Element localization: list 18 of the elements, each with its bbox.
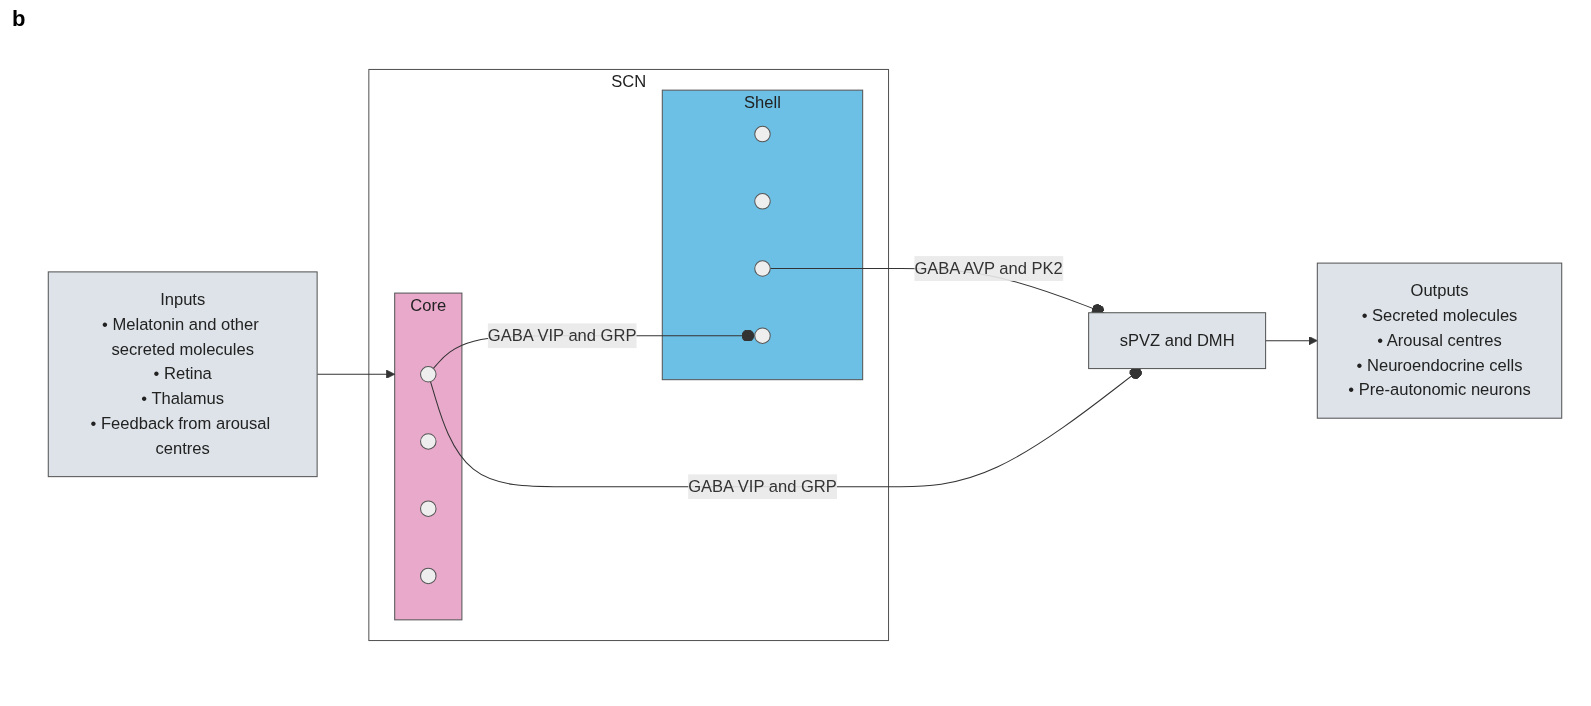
node-box: sPVZ and DMH xyxy=(1088,312,1267,370)
node-circle xyxy=(754,193,771,210)
node-circle xyxy=(754,260,771,277)
node-circle xyxy=(420,366,437,383)
node-circle xyxy=(420,433,437,450)
node-circle xyxy=(754,327,771,344)
edge-label: GABA AVP and PK2 xyxy=(914,259,1063,277)
node-box: Outputs • Secreted molecules • Arousal centres • Neuroendocrine cells • Pre-autonomic neurons xyxy=(1316,262,1563,419)
edge-label: GABA VIP and GRP xyxy=(688,477,837,495)
arrow xyxy=(1265,336,1318,346)
node-circle xyxy=(420,567,437,585)
cluster: Shell xyxy=(661,89,864,381)
node-circle xyxy=(420,500,437,517)
edge-label: GABA VIP and GRP xyxy=(487,326,637,345)
node-box: Inputs • Melatonin and other secreted molecules • Retina • Thalamus • Feedback from arousal centres xyxy=(47,271,318,478)
panel-letter: b xyxy=(12,6,26,31)
node-circle xyxy=(754,125,771,143)
cluster: Core xyxy=(394,292,463,621)
